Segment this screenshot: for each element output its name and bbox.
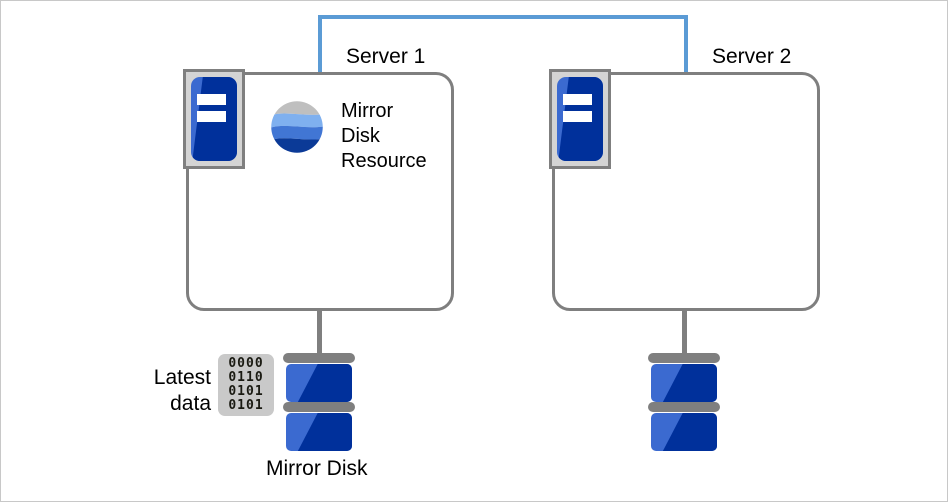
server-1-title: Server 1 <box>346 45 426 68</box>
server-2-disk-cable <box>682 311 687 359</box>
latest-data-label: Latest data <box>153 366 211 415</box>
binary-row-3: 0101 <box>228 384 264 399</box>
server-1-disk-cable <box>317 311 322 359</box>
disk-plate-top <box>648 353 720 363</box>
server-2-title: Server 2 <box>712 45 792 68</box>
mirror-disk-resource-globe-icon <box>269 99 325 155</box>
server-2-box <box>552 72 820 311</box>
interconnect-horizontal-line <box>318 15 688 19</box>
binary-row-2: 0110 <box>228 370 264 385</box>
binary-row-1: 0000 <box>228 356 264 371</box>
machine-slot-bar-2 <box>197 111 226 123</box>
disk-slab-lower <box>651 413 717 451</box>
mirror-disk-label: Mirror Disk <box>266 457 368 480</box>
binary-row-4: 0101 <box>228 398 264 413</box>
server-1-machine-icon <box>183 69 245 169</box>
server-1-mirror-disk-icon <box>283 353 355 461</box>
disk-slab-lower <box>286 413 352 451</box>
server-2-mirror-disk-icon <box>648 353 720 461</box>
disk-slab-upper <box>651 364 717 402</box>
machine-body <box>557 77 603 161</box>
disk-plate-middle <box>648 402 720 412</box>
interconnect-right-line <box>684 15 688 73</box>
disk-plate-middle <box>283 402 355 412</box>
disk-slab-upper <box>286 364 352 402</box>
interconnect-left-line <box>318 15 322 73</box>
mirror-disk-resource-label: Mirror Disk Resource <box>341 100 427 172</box>
disk-plate-top <box>283 353 355 363</box>
binary-data-chip: 0000 0110 0101 0101 <box>218 354 274 416</box>
server-2-machine-icon <box>549 69 611 169</box>
machine-slot-bar-1 <box>197 93 226 105</box>
machine-slot-bar-1 <box>563 93 592 105</box>
machine-slot-bar-2 <box>563 111 592 123</box>
machine-body <box>191 77 237 161</box>
